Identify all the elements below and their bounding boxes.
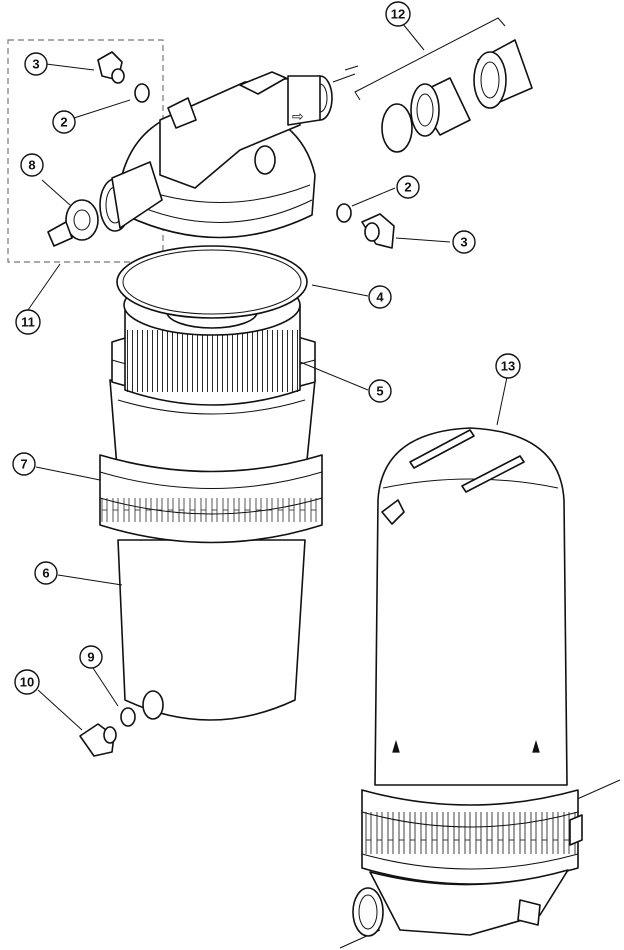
callout-13: 13 xyxy=(495,353,521,379)
assembled-filter xyxy=(339,427,621,949)
callout-8-label: 8 xyxy=(28,158,35,173)
callout-12-label: 12 xyxy=(391,7,405,22)
callout-7-label: 7 xyxy=(20,457,27,472)
callout-2a-label: 2 xyxy=(60,115,67,130)
callout-11: 11 xyxy=(15,309,41,335)
drain-plug-bottom xyxy=(79,723,117,757)
drain-plug-top-left xyxy=(97,51,125,84)
callout-5: 5 xyxy=(368,379,392,403)
drain-o-ring-bottom xyxy=(120,707,136,727)
callout-2a: 2 xyxy=(52,110,76,134)
callout-9: 9 xyxy=(79,645,103,669)
filter-lid: ⇨ xyxy=(99,71,356,239)
callout-6: 6 xyxy=(34,561,58,585)
callout-3b: 3 xyxy=(452,230,476,254)
callout-6-label: 6 xyxy=(42,566,49,581)
drain-plug-right xyxy=(361,213,395,249)
callout-11-label: 11 xyxy=(21,315,35,330)
callout-2b-label: 2 xyxy=(404,180,411,195)
union-fittings xyxy=(344,17,533,153)
callout-4-label: 4 xyxy=(376,290,384,305)
lock-ring xyxy=(99,454,323,544)
pressure-gauge-valve xyxy=(47,199,99,247)
lid-o-ring xyxy=(116,245,308,319)
callout-3b-label: 3 xyxy=(460,235,467,250)
plug-o-ring-top xyxy=(134,83,150,103)
callout-12: 12 xyxy=(385,1,411,27)
callout-10-label: 10 xyxy=(20,675,34,690)
callout-3a: 3 xyxy=(24,52,48,76)
callout-4: 4 xyxy=(368,285,392,309)
callout-13-label: 13 xyxy=(501,359,515,374)
callout-5-label: 5 xyxy=(376,384,383,399)
plug-o-ring-right xyxy=(336,203,352,223)
callout-8: 8 xyxy=(20,153,44,177)
callout-2b: 2 xyxy=(396,175,420,199)
leader-lines xyxy=(27,23,508,731)
callout-7: 7 xyxy=(12,452,36,476)
svg-text:⇨: ⇨ xyxy=(292,108,304,124)
callout-10: 10 xyxy=(14,669,40,695)
callout-9-label: 9 xyxy=(87,650,94,665)
callout-3a-label: 3 xyxy=(32,57,39,72)
